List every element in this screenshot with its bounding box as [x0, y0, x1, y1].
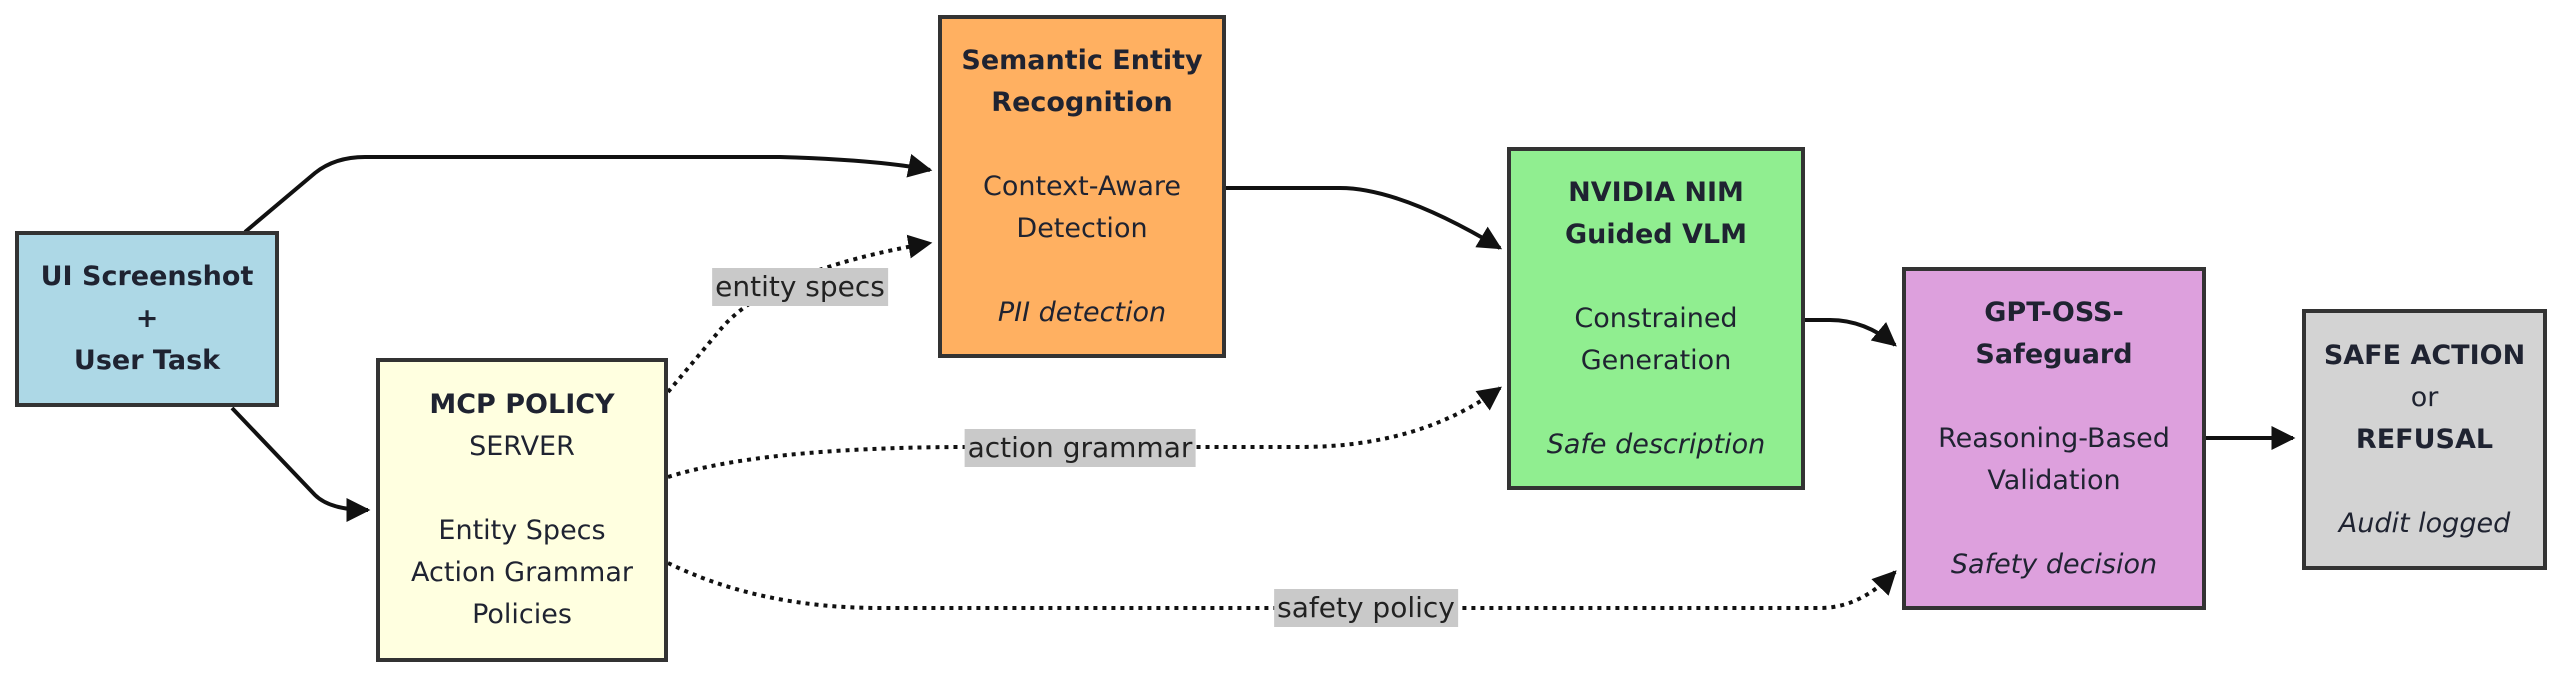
node-gpt-line1: Reasoning-Based — [1938, 422, 2170, 454]
node-nim-title1: NVIDIA NIM — [1568, 176, 1744, 208]
node-ser-title2: Recognition — [991, 86, 1173, 118]
node-mcp-title: MCP POLICY — [429, 389, 615, 420]
edge-nim-to-gpt — [1805, 318, 1897, 347]
node-mcp-line1: Entity Specs — [438, 515, 606, 546]
node-gpt-title2: Safeguard — [1975, 338, 2133, 370]
node-ser-title1: Semantic Entity — [961, 44, 1203, 76]
edge-ui-to-ser — [243, 153, 933, 234]
node-nim-note: Safe description — [1546, 428, 1766, 460]
node-nim-title2: Guided VLM — [1565, 218, 1747, 250]
node-nvidia-nim: NVIDIA NIM Guided VLM Constrained Genera… — [1507, 147, 1805, 490]
node-safe-title2: REFUSAL — [2355, 423, 2494, 455]
node-safe-action: SAFE ACTION or REFUSAL Audit logged — [2302, 309, 2547, 570]
node-safe-mid: or — [2410, 381, 2439, 413]
node-ser-note: PII detection — [997, 296, 1167, 328]
node-mcp-policy-server: MCP POLICY SERVER Entity Specs Action Gr… — [376, 358, 668, 662]
node-ui-line3: User Task — [73, 345, 221, 376]
node-ui-line2: + — [135, 303, 159, 334]
node-gpt-line2: Validation — [1987, 464, 2121, 496]
edge-label-entity-specs: entity specs — [712, 268, 888, 306]
edge-label-action-grammar: action grammar — [964, 429, 1196, 467]
edge-mcp-to-gpt — [667, 561, 1897, 610]
edge-ser-to-nim — [1226, 186, 1503, 250]
node-gpt-note: Safety decision — [1950, 548, 2158, 580]
node-mcp-line3: Policies — [472, 599, 572, 630]
node-ui-line1: UI Screenshot — [40, 261, 254, 292]
node-ui-screenshot: UI Screenshot + User Task — [15, 231, 279, 407]
node-nim-line2: Generation — [1580, 344, 1732, 376]
edge-ui-to-mcp — [230, 406, 371, 522]
node-semantic-entity-recognition: Semantic Entity Recognition Context-Awar… — [938, 15, 1226, 358]
node-ser-line1: Context-Aware — [982, 170, 1182, 202]
node-nim-line1: Constrained — [1574, 302, 1738, 334]
node-gpt-title1: GPT-OSS- — [1984, 296, 2124, 328]
edge-mcp-to-ser — [666, 234, 933, 394]
node-mcp-line2: Action Grammar — [411, 557, 633, 588]
node-gpt-oss-safeguard: GPT-OSS- Safeguard Reasoning-Based Valid… — [1902, 267, 2206, 610]
node-ser-line2: Detection — [1016, 212, 1148, 244]
node-safe-note: Audit logged — [2338, 507, 2511, 539]
node-mcp-subtitle: SERVER — [469, 431, 575, 462]
node-safe-title1: SAFE ACTION — [2323, 339, 2526, 371]
edge-mcp-to-nim — [667, 386, 1502, 479]
edge-label-safety-policy: safety policy — [1274, 589, 1458, 627]
